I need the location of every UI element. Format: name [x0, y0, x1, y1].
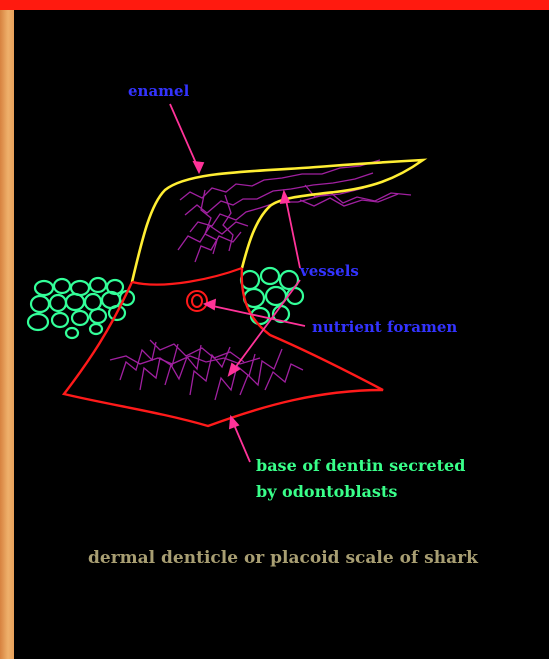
diagram-caption: dermal denticle or placoid scale of shar…	[88, 548, 479, 568]
base-label-line1: base of dentin secreted	[256, 456, 465, 475]
nutrient-foramen-label: nutrient foramen	[312, 318, 457, 336]
pointer-lines	[170, 104, 305, 462]
cells-right	[241, 268, 303, 324]
nutrient-foramen-mark	[187, 291, 207, 311]
base-label-line2: by odontoblasts	[256, 482, 397, 501]
skin-surface-line	[132, 268, 242, 285]
enamel-label: enamel	[128, 82, 190, 100]
vessels-network	[110, 160, 411, 400]
vessels-label: vessels	[299, 262, 359, 280]
